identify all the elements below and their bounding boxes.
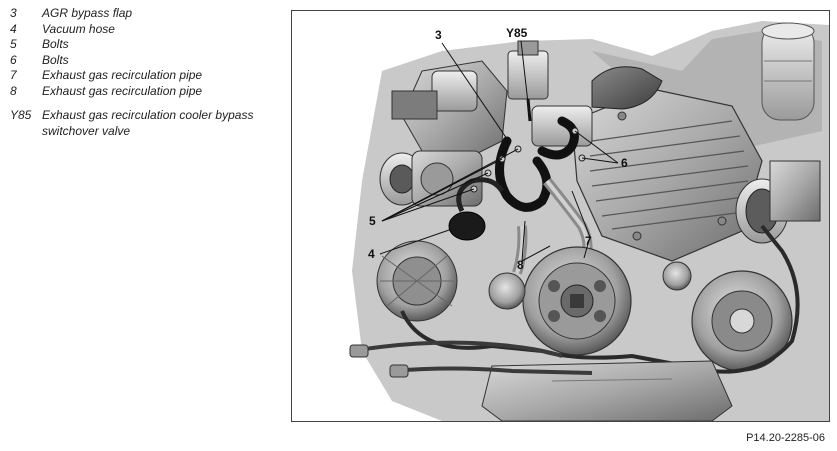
- legend-key: 4: [10, 21, 17, 36]
- idler-pulley: [488, 272, 526, 310]
- legend-text: Exhaust gas recirculation cooler bypass …: [42, 108, 254, 138]
- callout-4: 4: [368, 247, 375, 261]
- line-fitting: [349, 344, 369, 358]
- line-fitting: [389, 364, 409, 378]
- legend-item: 4 Vacuum hose: [10, 22, 282, 38]
- crankshaft-pulley: [522, 246, 632, 356]
- legend-text: AGR bypass flap: [42, 6, 133, 20]
- viscous-fan: [376, 240, 458, 322]
- legend-item: 6 Bolts: [10, 53, 282, 69]
- callout-3: 3: [435, 28, 442, 42]
- legend-key: 3: [10, 6, 17, 20]
- idler-pulley: [662, 261, 692, 291]
- legend-key: 7: [10, 68, 17, 82]
- legend-text: Bolts: [42, 37, 69, 51]
- legend-spacer: [10, 99, 282, 108]
- intake-manifold-cover: [571, 88, 763, 262]
- egr-cooler-left: [379, 150, 483, 207]
- legend-item: 3 AGR bypass flap: [10, 6, 282, 22]
- legend-item: 7 Exhaust gas recirculation pipe: [10, 68, 282, 84]
- legend-key: Y85: [10, 108, 32, 122]
- drive-belt: [400, 224, 800, 374]
- legend-text: Exhaust gas recirculation pipe: [42, 83, 203, 98]
- engine-illustration: 3 Y85 6 5 4 7 8: [349, 21, 829, 421]
- callout-5: 5: [369, 214, 376, 228]
- legend-key: 8: [10, 83, 17, 98]
- bypass-flap-assembly: [391, 60, 593, 162]
- accessory-pulley: [691, 270, 793, 372]
- oil-pan: [481, 360, 733, 421]
- legend-item: 8 Exhaust gas recirculation pipe: [10, 84, 282, 100]
- legend-item: Y85 Exhaust gas recirculation cooler byp…: [10, 108, 282, 139]
- engine-illustration-frame: 3 Y85 6 5 4 7 8: [291, 10, 830, 422]
- throttle-body: [735, 160, 821, 244]
- figure-id: P14.20-2285-06: [746, 432, 825, 444]
- switchover-valve-y85: [507, 40, 549, 122]
- legend-key: 5: [10, 37, 17, 51]
- legend-text: Bolts: [42, 52, 69, 67]
- callout-y85: Y85: [506, 26, 528, 40]
- legend-key: 6: [10, 52, 17, 67]
- intake-hose: [591, 66, 663, 110]
- callout-7: 7: [585, 234, 592, 248]
- legend-text: Vacuum hose: [42, 21, 115, 36]
- legend-item: 5 Bolts: [10, 37, 282, 53]
- callout-6: 6: [621, 156, 628, 170]
- vacuum-hose: [495, 136, 552, 212]
- legend-text: Exhaust gas recirculation pipe: [42, 68, 203, 82]
- parts-legend: 3 AGR bypass flap 4 Vacuum hose 5 Bolts …: [10, 6, 282, 139]
- callout-lines: [379, 40, 619, 262]
- callout-8: 8: [517, 258, 524, 272]
